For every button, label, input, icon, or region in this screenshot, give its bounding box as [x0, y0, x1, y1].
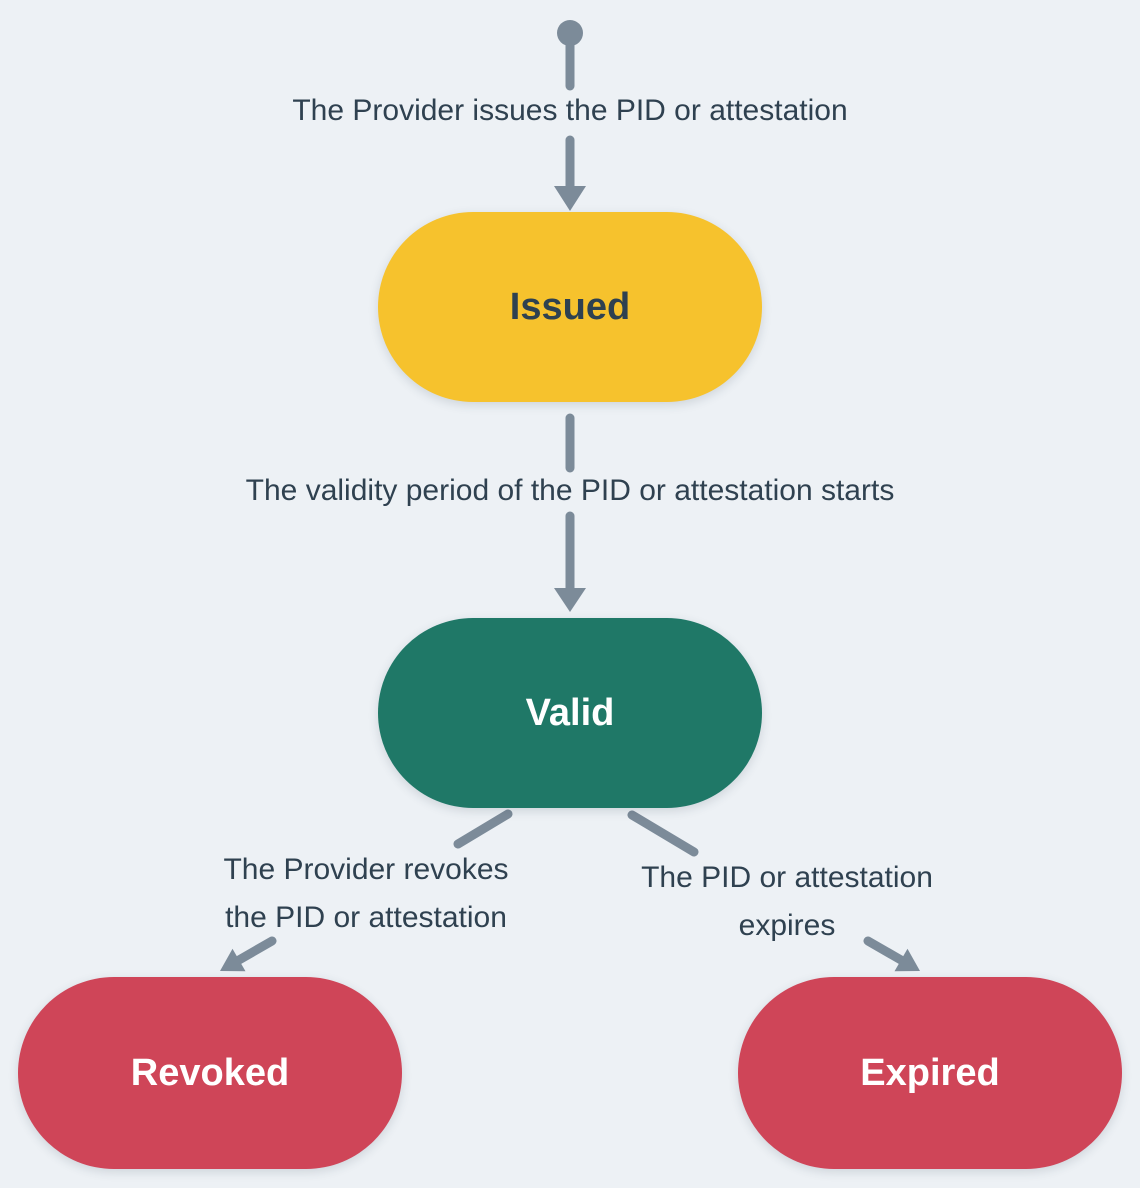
transition-label-text: The Provider issues the PID or attestati… — [292, 94, 848, 127]
expire-arrow-shaft — [863, 936, 906, 965]
transition-label-text: The validity period of the PID or attest… — [245, 474, 895, 507]
state-node-revoked: Revoked — [18, 977, 402, 1169]
transition-label-text-line: the PID or attestation — [225, 901, 507, 934]
transition-label-issue: The Provider issues the PID or attestati… — [0, 94, 1140, 128]
state-node-label: Issued — [509, 285, 631, 328]
state-node-valid: Valid — [378, 618, 762, 808]
revoke-arrow-shaft — [234, 936, 277, 965]
expire-branch-line — [627, 810, 699, 857]
expire-arrowhead-icon — [894, 948, 920, 972]
revoke-arrowhead-icon — [220, 948, 246, 972]
issue-arrowhead-icon — [554, 186, 586, 211]
transition-label-text-line: The Provider revokes — [223, 853, 509, 886]
state-node-label: Expired — [860, 1051, 1000, 1094]
transition-label-expire: The PID or attestation expires — [587, 854, 987, 950]
transition-label-text-line: The PID or attestation — [641, 861, 933, 894]
transition-label-revoke: The Provider revokes the PID or attestat… — [166, 846, 566, 942]
revoke-branch-line — [453, 809, 513, 849]
state-node-label: Revoked — [130, 1051, 290, 1094]
transition-label-validity-start: The validity period of the PID or attest… — [0, 474, 1140, 508]
state-node-label: Valid — [525, 691, 615, 734]
validity-arrowhead-icon — [554, 588, 586, 612]
initial-state-dot-icon — [557, 20, 583, 46]
state-node-issued: Issued — [378, 212, 762, 402]
state-node-expired: Expired — [738, 977, 1122, 1169]
transition-label-text-line: expires — [738, 909, 836, 942]
